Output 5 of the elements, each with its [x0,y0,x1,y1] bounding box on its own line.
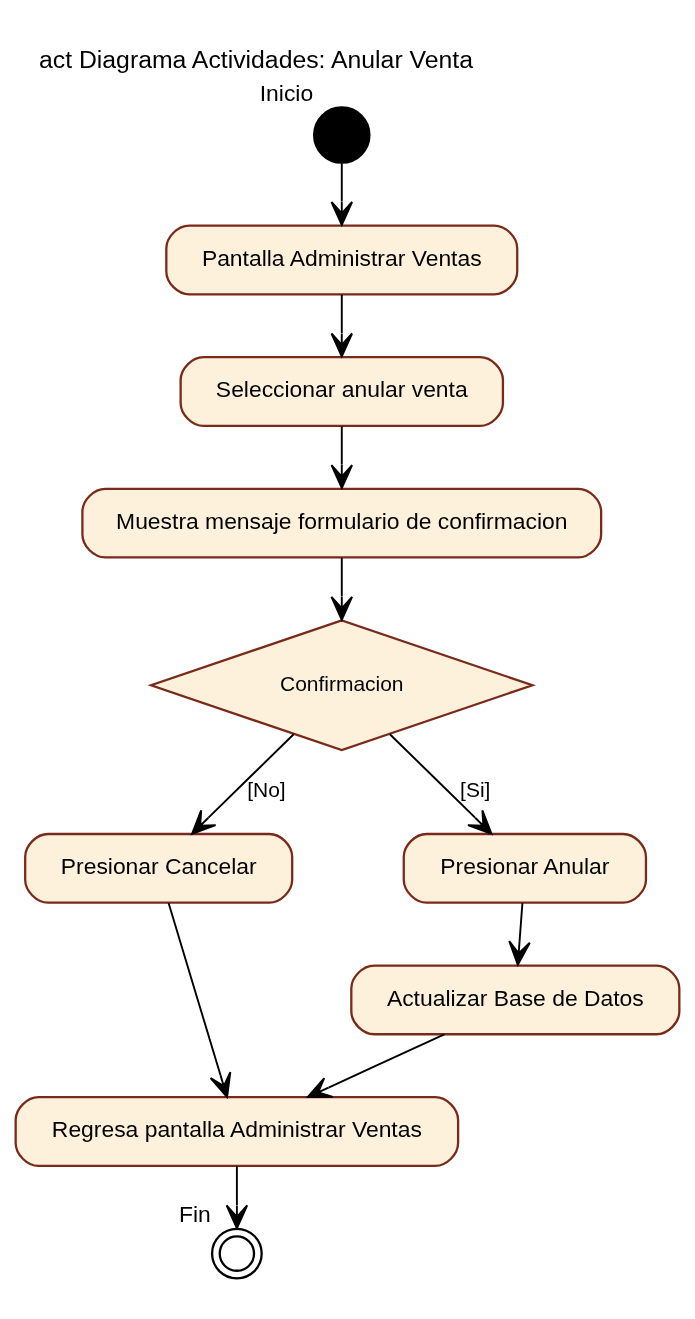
edge-label: [Si] [460,778,491,802]
node-label: Fin [179,1201,211,1228]
diagram-title: act Diagrama Actividades: Anular Venta [38,46,473,74]
edge-label: [No] [247,778,286,802]
node-label: Inicio [259,79,314,106]
